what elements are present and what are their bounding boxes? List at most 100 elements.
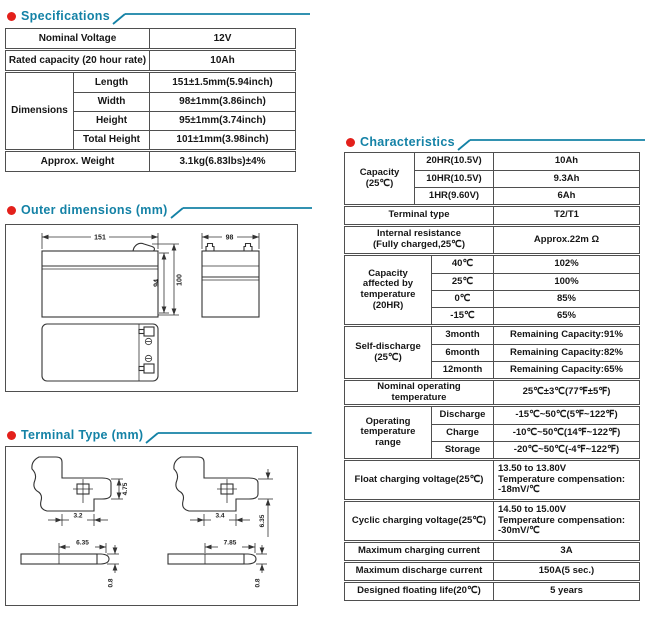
char-capacity-temperature-section: Capacity affected by temperature (20HR) … — [344, 255, 640, 325]
spec-value: 101±1mm(3.98inch) — [149, 130, 295, 149]
terminal-t2-drawing: 6.35 3.4 7.85 — [167, 456, 273, 588]
char-value: 100% — [493, 273, 639, 290]
top-view — [41, 323, 159, 382]
char-cond: Storage — [431, 441, 493, 458]
characteristics-table: Capacity (25℃) 20HR(10.5V) 10Ah 10HR(10.… — [344, 152, 640, 601]
char-float-charging-row: Float charging voltage(25℃) 13.50 to 13.… — [344, 460, 640, 500]
spec-row-weight: Approx. Weight 3.1kg(6.83lbs)±4% — [5, 151, 296, 172]
specifications-header: Specifications — [4, 5, 310, 27]
char-value: Approx.22m Ω — [493, 227, 639, 253]
char-max-charging-current-row: Maximum charging current 3A — [344, 542, 640, 561]
char-value: 5 years — [493, 583, 639, 600]
header-rule — [457, 139, 645, 151]
spec-value: 95±1mm(3.74inch) — [149, 111, 295, 130]
char-cond: 12month — [431, 361, 493, 378]
spec-value: 3.1kg(6.83lbs)±4% — [149, 152, 295, 171]
bullet-icon — [7, 430, 16, 440]
outer-dimensions-drawing: 151 94 100 — [5, 224, 298, 392]
char-cond: 40℃ — [431, 256, 493, 273]
terminal-post-icon — [205, 242, 215, 251]
char-cond: 3month — [431, 327, 493, 344]
char-value: Remaining Capacity:65% — [493, 361, 639, 378]
spec-dimensions-section: Dimensions Length 151±1.5mm(5.94inch) Wi… — [5, 72, 296, 150]
bullet-icon — [346, 137, 355, 147]
bullet-icon — [7, 11, 16, 21]
dim-t2-blade-length: 7.85 — [224, 540, 237, 547]
spec-label: Height — [73, 111, 149, 130]
dim-t1-blade-length: 6.35 — [76, 540, 89, 547]
char-value: 9.3Ah — [493, 170, 639, 187]
char-max-discharge-current-row: Maximum discharge current 150A(5 sec.) — [344, 562, 640, 581]
char-value: -10℃~50℃(14℉~122℉) — [493, 424, 639, 441]
section-title-terminal-type: Terminal Type (mm) — [21, 428, 144, 442]
dim-t1-thickness: 0.8 — [108, 578, 115, 587]
header-rule — [145, 432, 312, 444]
char-value: 150A(5 sec.) — [493, 563, 639, 580]
bullet-icon — [7, 205, 16, 215]
spec-label: Approx. Weight — [40, 155, 115, 167]
char-capacity-section: Capacity (25℃) 20HR(10.5V) 10Ah 10HR(10.… — [344, 152, 640, 205]
terminal-t1-drawing: 4.75 3.2 6.35 — [20, 456, 129, 588]
spec-label: Nominal Voltage — [38, 32, 117, 44]
dim-length-label: 151 — [94, 235, 106, 242]
outer-dimensions-header: Outer dimensions (mm) — [4, 199, 312, 221]
char-internal-resistance-row: Internal resistance (Fully charged,25℃) … — [344, 226, 640, 254]
spec-value: 98±1mm(3.86inch) — [149, 92, 295, 111]
spec-value: 151±1.5mm(5.94inch) — [149, 73, 295, 92]
char-label: Designed floating life(20℃) — [357, 585, 481, 597]
char-label: Maximum charging current — [358, 545, 480, 557]
spec-value: 10Ah — [149, 51, 295, 70]
char-label: Float charging voltage(25℃) — [354, 473, 484, 485]
char-value: 13.50 to 13.80V Temperature compensation… — [493, 461, 639, 499]
char-design-life-row: Designed floating life(20℃) 5 years — [344, 582, 640, 601]
terminal-type-header: Terminal Type (mm) — [4, 424, 312, 446]
char-value: 102% — [493, 256, 639, 273]
char-nominal-temperature-row: Nominal operating temperature 25℃±3℃(77℉… — [344, 380, 640, 405]
dim-height-case-label: 94 — [154, 279, 161, 287]
char-cond: -15℃ — [431, 307, 493, 324]
section-title-characteristics: Characteristics — [360, 135, 455, 149]
section-title-specifications: Specifications — [21, 9, 110, 23]
char-label-self-discharge: Self-discharge (25℃) — [355, 340, 421, 363]
char-value: 3A — [493, 543, 639, 560]
char-label: Maximum discharge current — [355, 565, 483, 577]
char-value: 65% — [493, 307, 639, 324]
char-label-capacity-temperature: Capacity affected by temperature (20HR) — [360, 267, 416, 311]
char-value: Remaining Capacity:82% — [493, 344, 639, 361]
char-cond: 20HR(10.5V) — [414, 153, 493, 170]
char-self-discharge-section: Self-discharge (25℃) 3month Remaining Ca… — [344, 326, 640, 379]
section-title-outer-dimensions: Outer dimensions (mm) — [21, 203, 168, 217]
char-label: Nominal operating temperature — [377, 380, 461, 403]
char-value: 10Ah — [493, 153, 639, 170]
char-cond: 25℃ — [431, 273, 493, 290]
dim-t2-thickness: 0.8 — [255, 578, 262, 587]
dim-t2-slot-offset: 3.4 — [215, 513, 224, 520]
dim-t2-blade-height: 6.35 — [259, 514, 266, 527]
char-label-operating-range: Operating temperature range — [360, 415, 416, 448]
char-cond: Discharge — [431, 407, 493, 424]
specifications-table: Nominal Voltage 12V Rated capacity (20 h… — [5, 28, 296, 172]
char-cond: Charge — [431, 424, 493, 441]
header-rule — [170, 207, 312, 219]
char-label-capacity: Capacity (25℃) — [359, 166, 400, 189]
terminal-type-svg: 4.75 3.2 6.35 — [20, 456, 273, 588]
dim-t1-blade-height: 4.75 — [122, 482, 129, 495]
header-rule — [112, 13, 310, 25]
spec-label: Width — [73, 92, 149, 111]
char-value: T2/T1 — [493, 207, 639, 224]
char-label: Internal resistance (Fully charged,25℃) — [373, 228, 465, 250]
side-view: 98 — [201, 233, 260, 318]
handle-icon — [132, 242, 156, 252]
char-cond: 10HR(10.5V) — [414, 170, 493, 187]
characteristics-header: Characteristics — [343, 131, 645, 153]
char-cyclic-charging-row: Cyclic charging voltage(25℃) 14.50 to 15… — [344, 501, 640, 541]
spec-row-nominal-voltage: Nominal Voltage 12V — [5, 28, 296, 49]
dim-t1-slot-offset: 3.2 — [73, 513, 82, 520]
outer-dimensions-svg: 151 94 100 — [41, 233, 260, 382]
char-operating-range-section: Operating temperature range Discharge -1… — [344, 406, 640, 459]
char-cond: 6month — [431, 344, 493, 361]
char-value: -15℃~50℃(5℉~122℉) — [493, 407, 639, 424]
char-value: 25℃±3℃(77℉±5℉) — [493, 381, 639, 404]
char-label: Terminal type — [388, 209, 450, 221]
